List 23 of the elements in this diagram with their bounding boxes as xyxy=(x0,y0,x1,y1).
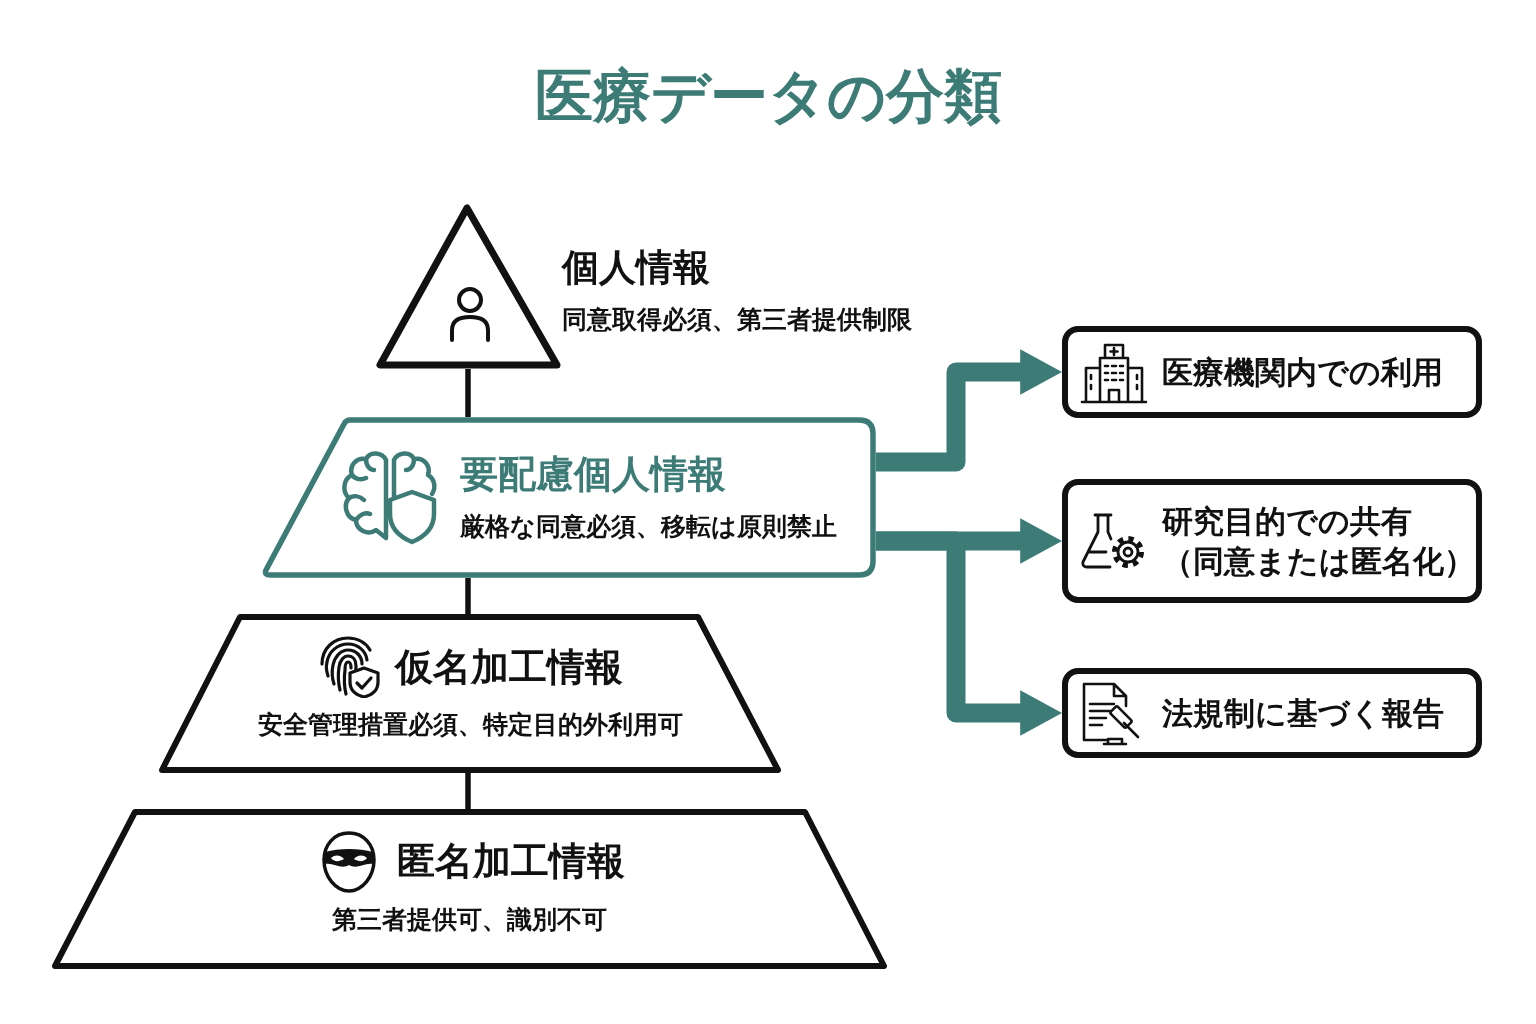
tier-heading: 仮名加工情報 xyxy=(395,644,623,692)
tier-description: 第三者提供可、識別不可 xyxy=(332,903,607,936)
tier-description: 同意取得必須、第三者提供制限 xyxy=(562,303,912,336)
trapezoid-tier xyxy=(158,614,782,773)
box-label: 研究目的での共有（同意または匿名化） xyxy=(1162,501,1476,581)
rounded-box xyxy=(1062,668,1482,758)
trapezoid-tier xyxy=(51,809,888,969)
connector-line xyxy=(465,369,471,417)
tier-description: 安全管理措置必須、特定目的外利用可 xyxy=(257,708,683,741)
parallelogram-tier xyxy=(262,417,876,578)
arrow xyxy=(876,531,1062,736)
tier-heading: 個人情報 xyxy=(562,244,710,291)
rounded-box xyxy=(1062,326,1482,418)
arrow xyxy=(876,349,1062,472)
box-label: 医療機関内での利用 xyxy=(1162,352,1443,392)
rounded-box xyxy=(1062,479,1482,603)
box-label: 法規制に基づく報告 xyxy=(1162,693,1444,733)
connector-line xyxy=(465,578,471,614)
connector-line xyxy=(465,773,471,809)
tier-heading: 匿名加工情報 xyxy=(397,838,625,886)
tier-heading: 要配慮個人情報 xyxy=(460,451,726,499)
page-title: 医療データの分類 xyxy=(534,62,1002,132)
tier-description: 厳格な同意必須、移転は原則禁止 xyxy=(460,510,837,543)
